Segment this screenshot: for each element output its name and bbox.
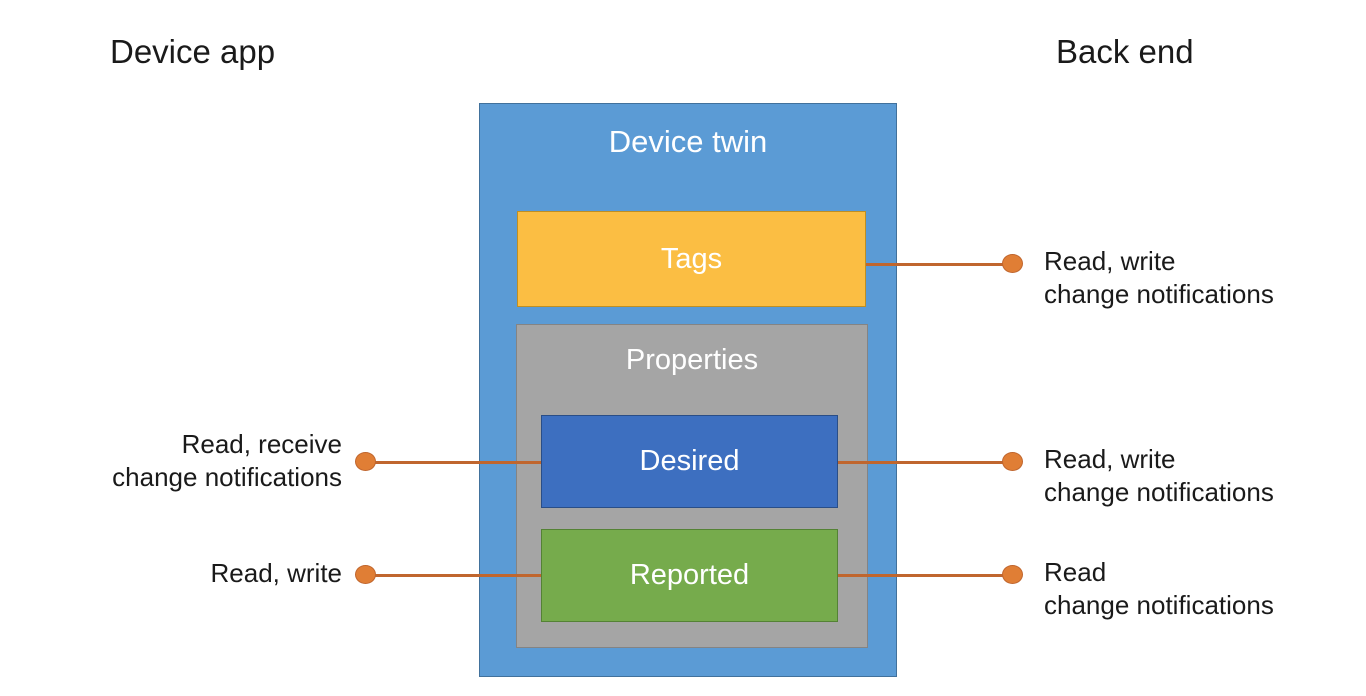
connector-dot-tags-backend bbox=[1002, 254, 1023, 273]
box-tags: Tags bbox=[517, 211, 866, 307]
box-properties-label: Properties bbox=[625, 344, 759, 376]
connector-line-reported-backend bbox=[838, 574, 1013, 577]
connector-line-tags-backend bbox=[866, 263, 1013, 266]
caption-tags-backend: Read, write change notifications bbox=[1044, 245, 1274, 311]
column-header-back-end: Back end bbox=[1056, 33, 1194, 70]
connector-line-reported-deviceapp bbox=[365, 574, 541, 577]
box-reported-label: Reported bbox=[629, 559, 750, 591]
connector-line-desired-backend bbox=[838, 461, 1013, 464]
caption-reported-backend-line1: Read bbox=[1044, 557, 1107, 587]
caption-desired-backend: Read, write change notifications bbox=[1044, 443, 1274, 509]
caption-reported-deviceapp-line1: Read, write bbox=[210, 558, 343, 588]
connector-dot-reported-deviceapp bbox=[355, 565, 376, 584]
caption-desired-backend-line2: change notifications bbox=[1044, 477, 1274, 507]
caption-desired-deviceapp-line1: Read, receive bbox=[181, 429, 342, 459]
box-desired: Desired bbox=[541, 415, 838, 508]
box-desired-label: Desired bbox=[639, 445, 740, 477]
caption-reported-backend-line2: change notifications bbox=[1044, 590, 1274, 620]
caption-tags-backend-line1: Read, write bbox=[1044, 246, 1176, 276]
column-header-device-app: Device app bbox=[110, 33, 276, 70]
caption-desired-deviceapp-line2: change notifications bbox=[112, 462, 342, 492]
caption-reported-deviceapp: Read, write bbox=[211, 557, 343, 590]
box-tags-label: Tags bbox=[660, 243, 723, 275]
connector-dot-reported-backend bbox=[1002, 565, 1023, 584]
caption-desired-backend-line1: Read, write bbox=[1044, 444, 1176, 474]
connector-dot-desired-deviceapp bbox=[355, 452, 376, 471]
caption-tags-backend-line2: change notifications bbox=[1044, 279, 1274, 309]
caption-desired-deviceapp: Read, receive change notifications bbox=[112, 428, 342, 494]
box-device-twin-label: Device twin bbox=[608, 124, 768, 159]
connector-dot-desired-backend bbox=[1002, 452, 1023, 471]
box-reported: Reported bbox=[541, 529, 838, 622]
caption-reported-backend: Read change notifications bbox=[1044, 556, 1274, 622]
connector-line-desired-deviceapp bbox=[365, 461, 541, 464]
